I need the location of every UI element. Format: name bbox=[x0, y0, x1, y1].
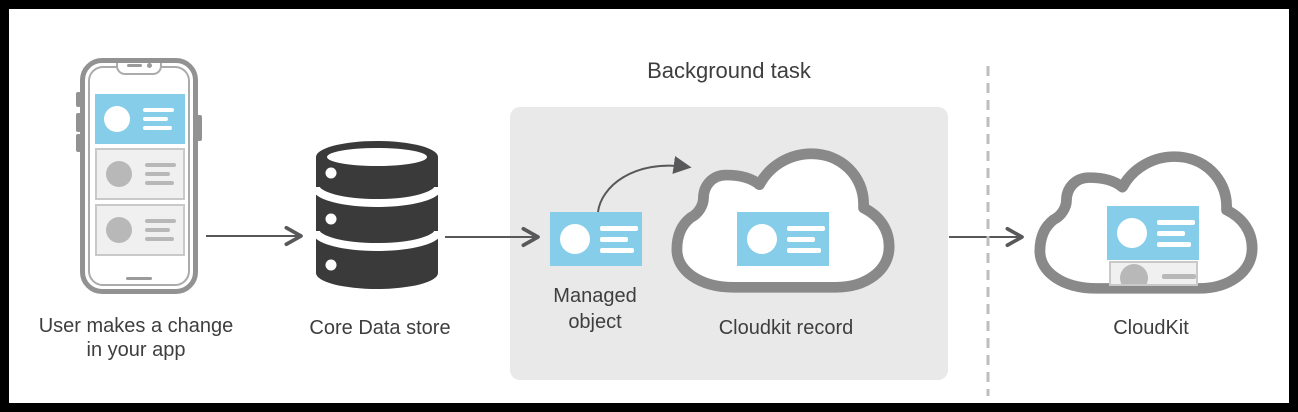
text-line bbox=[600, 247, 634, 253]
avatar-circle-icon bbox=[1120, 264, 1148, 284]
text-line bbox=[145, 228, 170, 232]
arrow-phone-to-coredata bbox=[206, 225, 303, 247]
text-line bbox=[1157, 230, 1185, 236]
sync-boundary-dashed-line bbox=[986, 66, 990, 396]
avatar-circle-icon bbox=[104, 106, 130, 132]
record-card bbox=[95, 204, 185, 256]
text-line bbox=[600, 225, 638, 231]
avatar-circle-icon bbox=[1117, 218, 1147, 248]
arrow-task-to-cloudkit bbox=[949, 226, 1024, 248]
text-line bbox=[145, 237, 174, 241]
text-line bbox=[1157, 241, 1191, 247]
phone-screen bbox=[88, 66, 190, 286]
cloudkit-card-clipped bbox=[1109, 261, 1198, 286]
phone-power-button-icon bbox=[197, 115, 202, 141]
text-line bbox=[143, 108, 174, 112]
text-lines-icon bbox=[787, 225, 825, 253]
managed-object-card bbox=[550, 212, 642, 266]
coredata-label: Core Data store bbox=[309, 317, 451, 339]
managed-object-label-line2: object bbox=[568, 311, 622, 333]
avatar-circle-icon bbox=[106, 161, 132, 187]
record-card-highlighted bbox=[95, 94, 185, 144]
text-line bbox=[600, 236, 628, 242]
text-line bbox=[143, 126, 172, 130]
phone-camera-icon bbox=[147, 63, 152, 68]
avatar-circle-icon bbox=[106, 217, 132, 243]
text-line bbox=[145, 172, 170, 176]
background-task-label: Background task bbox=[647, 58, 811, 83]
avatar-circle-icon bbox=[560, 224, 590, 254]
text-line bbox=[1157, 219, 1195, 225]
text-lines-icon bbox=[1157, 219, 1195, 247]
text-lines-icon bbox=[145, 219, 176, 241]
text-line bbox=[143, 117, 168, 121]
managed-object-label: Managed object bbox=[535, 283, 655, 335]
phone-label-line2: in your app bbox=[86, 339, 186, 361]
iphone-illustration bbox=[76, 58, 202, 294]
record-card bbox=[95, 148, 185, 200]
database-icon bbox=[312, 141, 442, 289]
managed-object-label-line1: Managed bbox=[553, 285, 637, 307]
cloudkit-card-highlighted bbox=[1107, 206, 1199, 260]
cloudkit-record-label: Cloudkit record bbox=[718, 317, 854, 339]
phone-volume-button-icon bbox=[76, 113, 81, 132]
text-line bbox=[787, 225, 825, 231]
text-lines-icon bbox=[145, 163, 176, 185]
text-line bbox=[145, 163, 176, 167]
text-line bbox=[787, 247, 821, 253]
phone-home-indicator-icon bbox=[126, 277, 152, 280]
avatar-circle-icon bbox=[747, 224, 777, 254]
phone-volume-button-icon bbox=[76, 92, 81, 107]
text-line bbox=[145, 219, 176, 223]
phone-speaker-icon bbox=[127, 64, 142, 67]
text-line bbox=[145, 181, 174, 185]
arrow-managed-object-to-record bbox=[597, 156, 692, 213]
text-lines-icon bbox=[1162, 273, 1196, 279]
text-line bbox=[787, 236, 815, 242]
phone-notch-icon bbox=[116, 63, 162, 75]
arrow-coredata-to-managed-object bbox=[445, 226, 540, 248]
cloudkit-record-card bbox=[737, 212, 829, 266]
cloudkit-label: CloudKit bbox=[1113, 317, 1189, 339]
text-lines-icon bbox=[143, 108, 174, 130]
phone-label-line1: User makes a change bbox=[38, 315, 234, 337]
text-line bbox=[1162, 273, 1196, 279]
phone-volume-button-icon bbox=[76, 134, 81, 152]
phone-label: User makes a change in your app bbox=[16, 314, 256, 362]
text-lines-icon bbox=[600, 225, 638, 253]
